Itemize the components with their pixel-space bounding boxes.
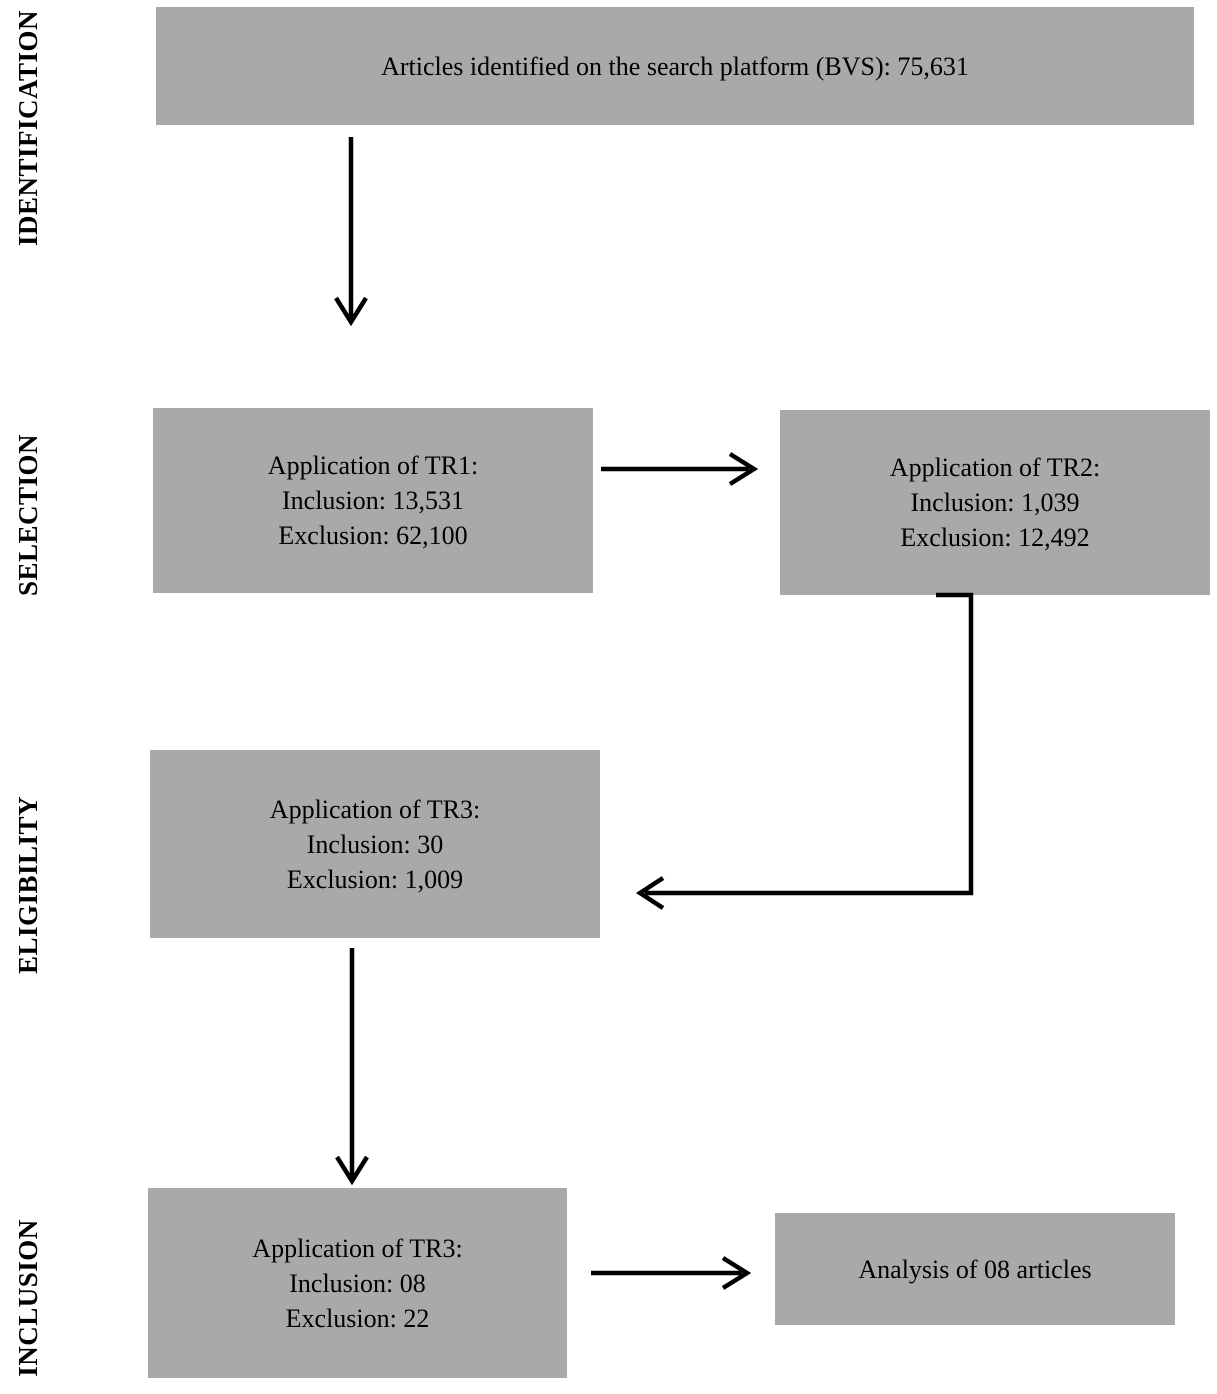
box-analysis: Analysis of 08 articles <box>775 1213 1175 1325</box>
box-tr1-title: Application of TR1: <box>267 451 479 480</box>
box-tr3-inclusion-title: Application of TR3: <box>252 1233 463 1263</box>
box-analysis-text: Analysis of 08 articles <box>858 1254 1092 1284</box>
stage-label-eligibility: ELIGIBILITY <box>13 795 43 975</box>
arrow-identification-to-tr1 <box>334 137 368 327</box>
box-tr2-title: Application of TR2: <box>889 453 1101 482</box>
box-articles-identified: Articles identified on the search platfo… <box>156 7 1194 125</box>
box-tr1: Application of TR1: Inclusion: 13,531 Ex… <box>153 408 593 593</box>
stage-label-inclusion: INCLUSION <box>13 1219 43 1377</box>
stage-label-selection: SELECTION <box>13 433 43 597</box>
box-articles-identified-text: Articles identified on the search platfo… <box>381 51 969 81</box>
box-tr3-eligibility-title: Application of TR3: <box>269 794 481 824</box>
box-tr2-inclusion: Inclusion: 1,039 <box>910 488 1080 517</box>
connector-tr2-to-tr3-eligibility <box>635 592 974 910</box>
box-tr1-inclusion: Inclusion: 13,531 <box>282 486 464 515</box>
stage-label-identification: IDENTIFICATION <box>13 9 43 247</box>
box-tr3-eligibility: Application of TR3: Inclusion: 30 Exclus… <box>150 750 600 938</box>
box-tr1-exclusion: Exclusion: 62,100 <box>278 521 468 550</box>
box-tr3-eligibility-exclusion: Exclusion: 1,009 <box>286 864 464 894</box>
box-tr3-inclusion-inclusion: Inclusion: 08 <box>289 1268 426 1298</box>
box-tr3-eligibility-inclusion: Inclusion: 30 <box>306 829 444 859</box>
box-tr3-inclusion: Application of TR3: Inclusion: 08 Exclus… <box>148 1188 567 1378</box>
box-tr2: Application of TR2: Inclusion: 1,039 Exc… <box>780 410 1210 595</box>
arrow-tr1-to-tr2 <box>601 452 759 486</box>
arrow-eligibility-to-tr3-inclusion <box>335 948 369 1186</box>
box-tr2-exclusion: Exclusion: 12,492 <box>900 523 1090 552</box>
arrow-tr3-to-analysis <box>591 1256 752 1290</box>
box-tr3-inclusion-exclusion: Exclusion: 22 <box>285 1303 430 1333</box>
